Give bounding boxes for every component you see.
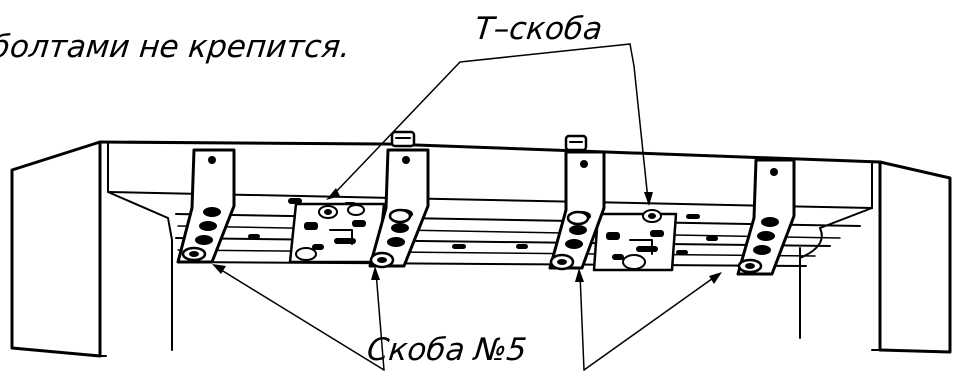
bracket-no5-3 — [548, 134, 606, 271]
rail-slots — [248, 198, 718, 255]
t-bracket-label: Т–скоба — [473, 11, 604, 47]
t-bracket-right — [592, 209, 678, 272]
note-text: болтами не крепится. — [0, 29, 352, 65]
bracket-no5-label: Скоба №5 — [365, 332, 528, 368]
bracket-no5-2 — [368, 130, 430, 269]
bracket-no5-4 — [736, 158, 796, 276]
frame-beam — [98, 140, 882, 351]
bracket-no5-1 — [176, 148, 236, 264]
right-end-block — [871, 160, 952, 354]
t-bracket-left — [288, 202, 386, 264]
bracket-no5-leaders — [212, 264, 722, 371]
left-end-block — [10, 140, 109, 358]
t-bracket-leaders — [326, 43, 653, 206]
